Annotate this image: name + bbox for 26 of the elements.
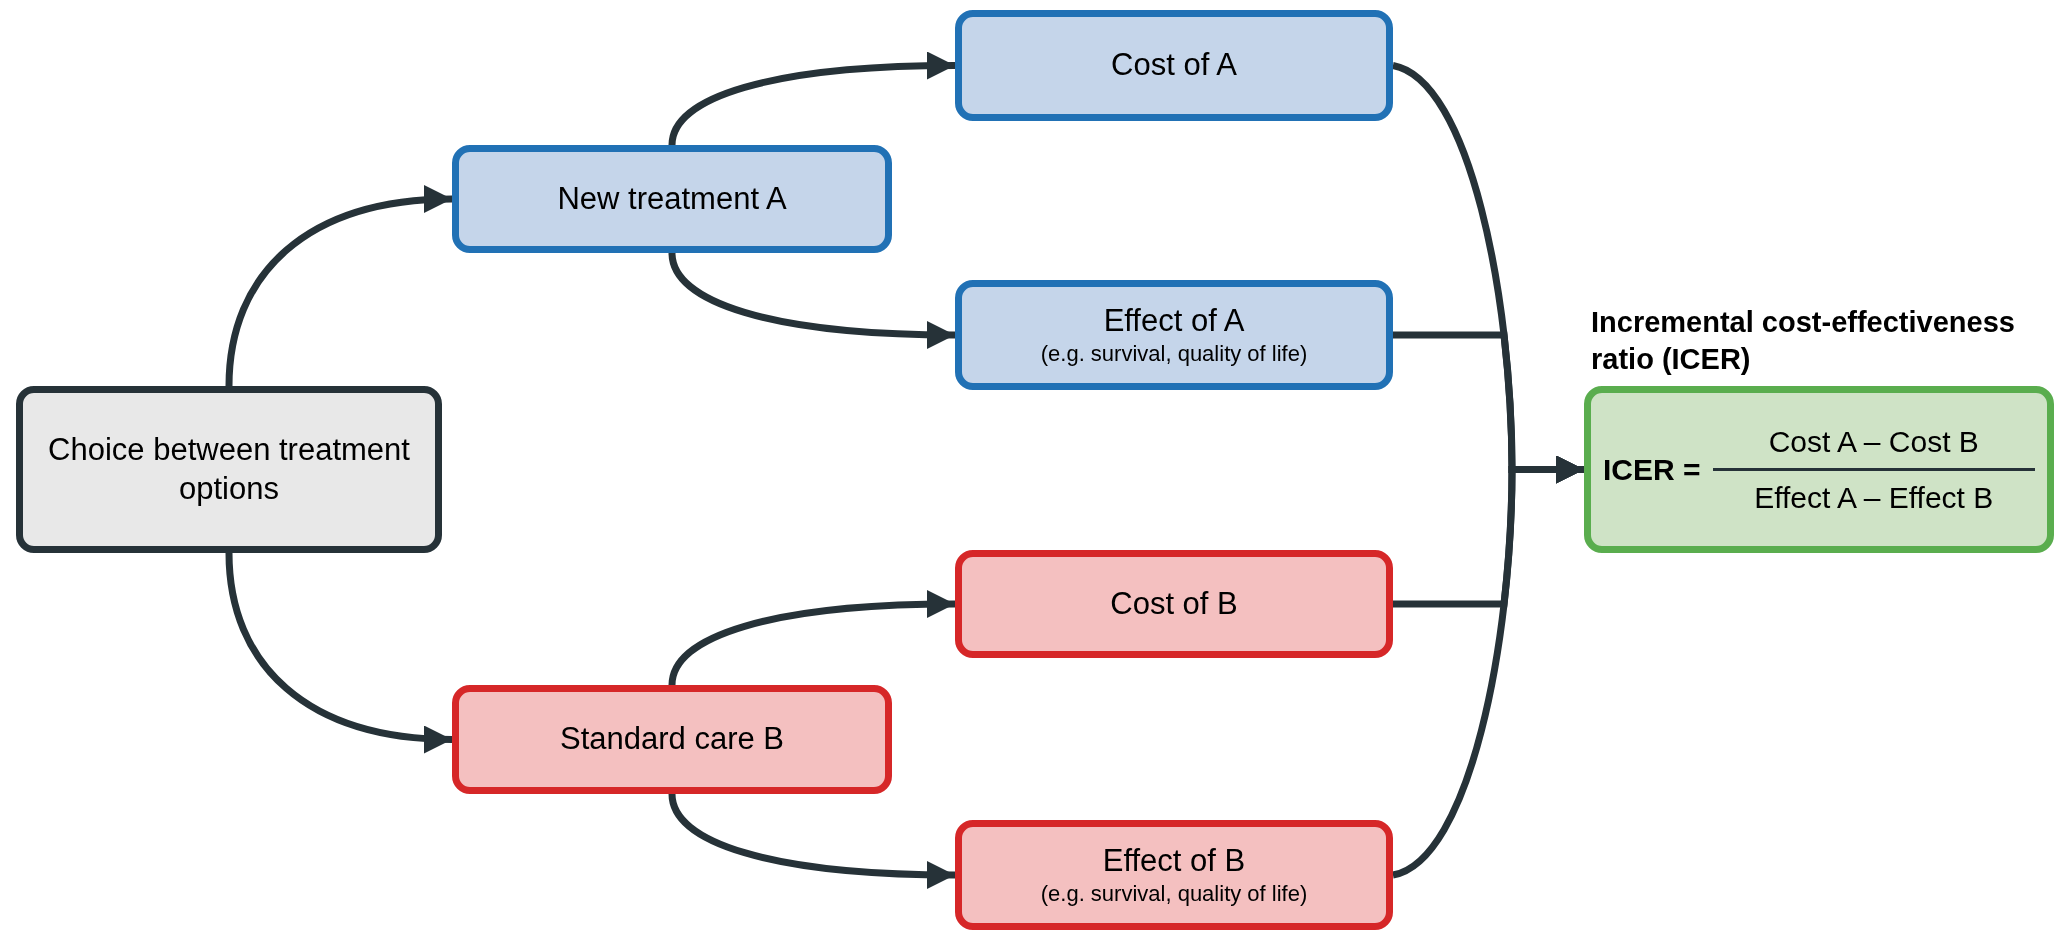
process-box	[452, 145, 892, 253]
process-box	[955, 280, 1393, 390]
box-subtitle: (e.g. survival, quality of life)	[1040, 341, 1308, 368]
box-subtitle: (e.g. survival, quality of life)	[1040, 881, 1308, 908]
fraction-denominator: Effect A – Effect B	[1754, 480, 1994, 516]
fraction-numerator: Cost A – Cost B	[1768, 424, 1979, 460]
formula-heading: Incremental cost-effectiveness ratio (ICER)	[1591, 304, 2016, 378]
connector-arrow	[668, 590, 956, 686]
box-label: Cost of B	[1110, 584, 1238, 623]
box-label: Effect of B	[1102, 842, 1246, 881]
box-label: New treatment A	[557, 179, 787, 218]
process-box	[955, 820, 1393, 930]
connector-arrow	[225, 552, 453, 753]
box-label: Choice between treatment options	[47, 430, 411, 508]
process-box	[955, 550, 1393, 658]
connector-arrow	[668, 793, 956, 889]
box-label: Cost of A	[1111, 46, 1237, 85]
connector-arrow	[668, 51, 956, 146]
process-box	[452, 685, 892, 794]
connector-arrow	[225, 186, 453, 387]
process-box	[16, 386, 442, 553]
process-box	[955, 10, 1393, 121]
box-label: Effect of A	[1103, 302, 1245, 341]
box-label: Standard care B	[560, 720, 784, 759]
connector-arrow	[668, 252, 956, 349]
formula-label: ICER =	[1603, 452, 1701, 488]
